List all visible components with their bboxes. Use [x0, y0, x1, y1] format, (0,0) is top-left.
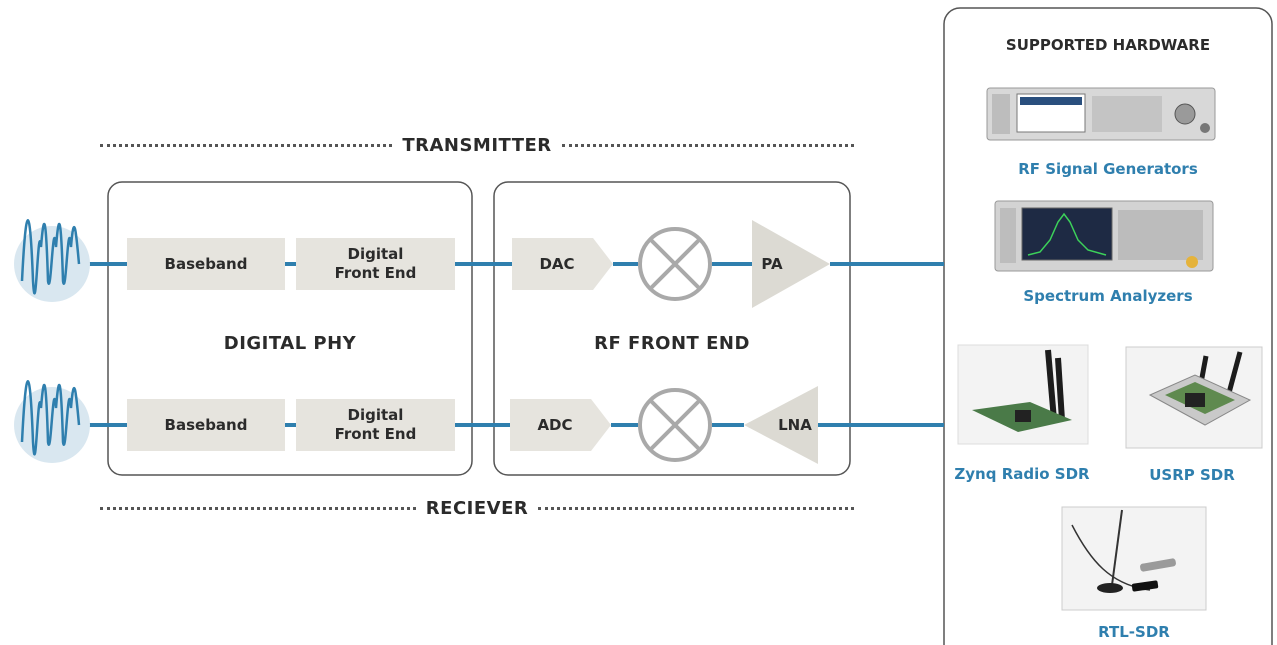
rx-lna-label: LNA — [778, 415, 812, 434]
rx-dfe-label: Digital Front End — [334, 406, 417, 443]
signal-generator-image — [986, 87, 1216, 141]
tx-pa-triangle — [752, 220, 830, 308]
hardware-frame — [943, 7, 1273, 645]
tx-mixer-icon — [638, 227, 712, 301]
rx-dfe-block — [296, 399, 455, 451]
rx-adc-block — [510, 399, 611, 451]
digital-phy-frame — [107, 181, 473, 476]
tx-dac-label: DAC — [539, 254, 575, 273]
rtl-sdr-image — [1061, 506, 1207, 611]
receiver-label: RECIEVER — [425, 497, 529, 519]
tx-pa-label: PA — [761, 254, 783, 273]
tx-dac-block — [512, 238, 613, 290]
receiver-heading: RECIEVER — [100, 496, 855, 520]
tx-baseband-block — [127, 238, 285, 290]
rx-mixer-icon — [638, 388, 712, 462]
hw-label-rtl-sdr: RTL-SDR — [1098, 623, 1170, 641]
zynq-board-image — [957, 344, 1089, 445]
rx-lna-triangle — [744, 386, 818, 464]
usrp-image — [1125, 346, 1263, 449]
hw-label-spectrum-analyzers: Spectrum Analyzers — [1023, 287, 1193, 305]
tx-waveform-icon — [14, 219, 90, 302]
rx-adc-label: ADC — [537, 415, 573, 434]
rx-waveform-icon — [14, 380, 90, 463]
hardware-title: SUPPORTED HARDWARE — [1005, 36, 1211, 54]
tx-dfe-label: Digital Front End — [334, 245, 417, 282]
rx-baseband-label: Baseband — [164, 415, 248, 434]
tx-dfe-block — [296, 238, 455, 290]
transmitter-label: TRANSMITTER — [402, 134, 552, 156]
tx-baseband-label: Baseband — [164, 254, 248, 273]
spectrum-analyzer-image — [994, 200, 1214, 272]
rx-baseband-block — [127, 399, 285, 451]
digital-phy-label: DIGITAL PHY — [223, 333, 357, 354]
rf-front-end-frame — [493, 181, 851, 476]
hw-label-signal-generators: RF Signal Generators — [1018, 160, 1198, 178]
rf-front-end-label: RF FRONT END — [594, 333, 750, 354]
hw-label-zynq: Zynq Radio SDR — [954, 465, 1090, 483]
hw-label-usrp: USRP SDR — [1149, 466, 1235, 484]
transmitter-heading: TRANSMITTER — [100, 133, 854, 157]
